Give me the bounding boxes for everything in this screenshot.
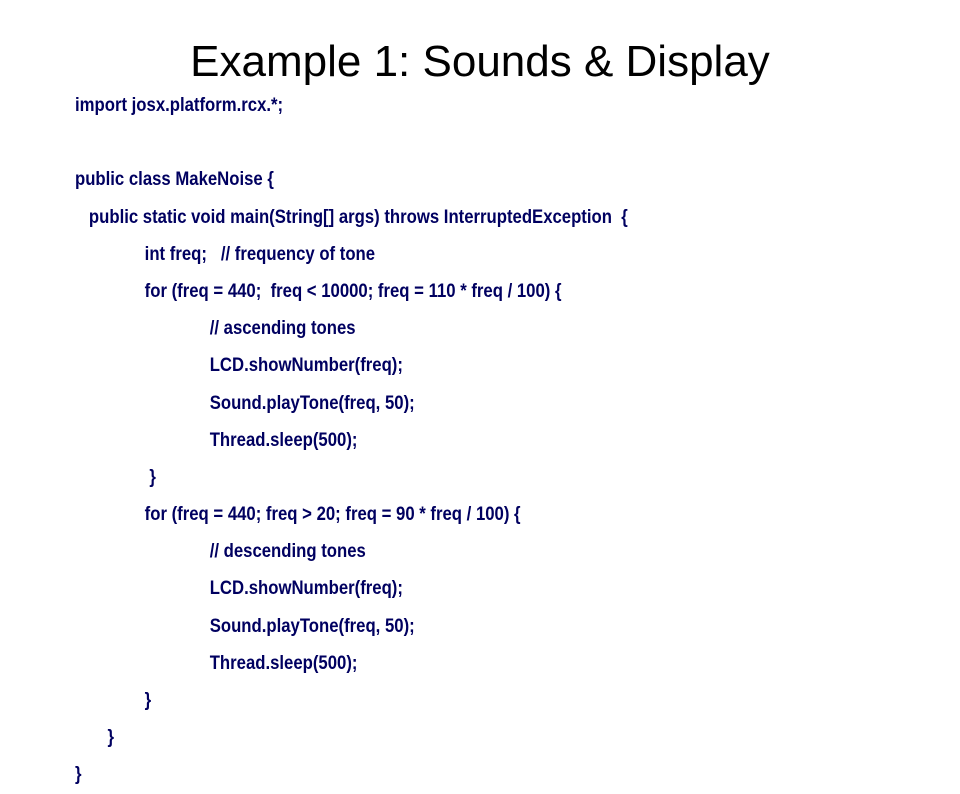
code-line-play-tone: Sound.playTone(freq, 50); [75,392,415,414]
code-line-freq-declaration: int freq; // frequency of tone [75,243,376,265]
code-line-class-declaration: public class MakeNoise { [75,169,274,191]
code-listing: import josx.platform.rcx.*; public class… [75,87,935,794]
code-line-close-brace: } [75,727,115,749]
code-line-comment-descending: // descending tones [75,541,366,563]
code-line-comment-ascending: // ascending tones [75,318,356,340]
code-line-ascending-loop: for (freq = 440; freq < 10000; freq = 11… [75,280,562,302]
code-line-import: import josx.platform.rcx.*; [75,95,284,116]
code-line-close-brace: } [75,466,156,488]
code-line-sleep: Thread.sleep(500); [75,429,358,451]
code-line-close-brace: } [75,764,82,786]
code-line-show-number: LCD.showNumber(freq); [75,355,403,377]
code-line-show-number: LCD.showNumber(freq); [75,578,403,600]
code-line-blank [75,124,832,161]
code-line-close-brace: } [75,690,152,711]
code-line-descending-loop: for (freq = 440; freq > 20; freq = 90 * … [75,504,521,526]
code-line-play-tone: Sound.playTone(freq, 50); [75,615,415,637]
code-line-sleep: Thread.sleep(500); [75,652,358,674]
code-line-main-method: public static void main(String[] args) t… [75,206,628,228]
slide-title: Example 1: Sounds & Display [190,37,770,86]
